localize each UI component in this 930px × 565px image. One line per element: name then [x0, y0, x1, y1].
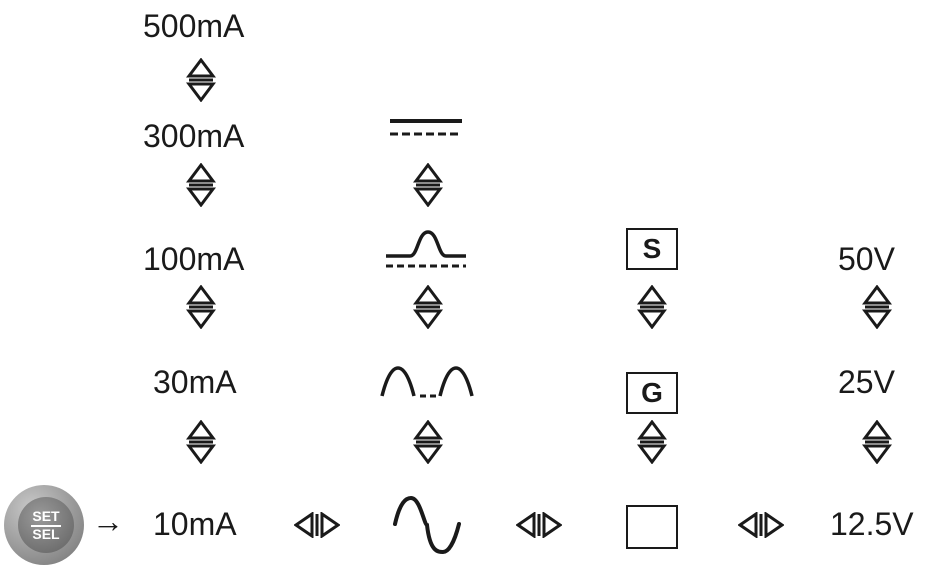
button-label-sel: SEL: [32, 525, 60, 542]
up-down-arrows-icon: [637, 420, 667, 464]
ac-sine-waveform-icon: [392, 494, 462, 556]
voltage-label-25v: 25V: [838, 364, 895, 400]
up-down-arrows-icon: [637, 285, 667, 329]
half-wave-waveform-icon: [380, 366, 474, 400]
g-box: G: [626, 372, 678, 414]
up-down-arrows-icon: [413, 285, 443, 329]
up-down-arrows-icon: [413, 163, 443, 207]
current-label-100ma: 100mA: [143, 241, 245, 277]
current-label-30ma: 30mA: [153, 364, 237, 400]
blank-box: [626, 505, 678, 549]
up-down-arrows-icon: [186, 420, 216, 464]
left-right-arrows-icon: [738, 512, 784, 538]
s-box: S: [626, 228, 678, 270]
current-label-10ma: 10mA: [153, 506, 237, 542]
left-right-arrows-icon: [516, 512, 562, 538]
up-down-arrows-icon: [862, 420, 892, 464]
up-down-arrows-icon: [862, 285, 892, 329]
pulsed-dc-waveform-icon: [384, 228, 468, 272]
button-face: SET SEL: [18, 497, 74, 553]
voltage-label-12-5v: 12.5V: [830, 506, 914, 542]
right-arrow-icon: →: [92, 503, 124, 539]
up-down-arrows-icon: [186, 285, 216, 329]
current-label-500ma: 500mA: [143, 8, 245, 44]
current-label-300ma: 300mA: [143, 118, 245, 154]
dc-waveform-icon: [388, 118, 464, 140]
left-right-arrows-icon: [294, 512, 340, 538]
button-label-set: SET: [31, 509, 61, 527]
voltage-label-50v: 50V: [838, 241, 895, 277]
set-sel-button[interactable]: SET SEL: [4, 485, 84, 565]
up-down-arrows-icon: [186, 58, 216, 102]
up-down-arrows-icon: [413, 420, 443, 464]
up-down-arrows-icon: [186, 163, 216, 207]
